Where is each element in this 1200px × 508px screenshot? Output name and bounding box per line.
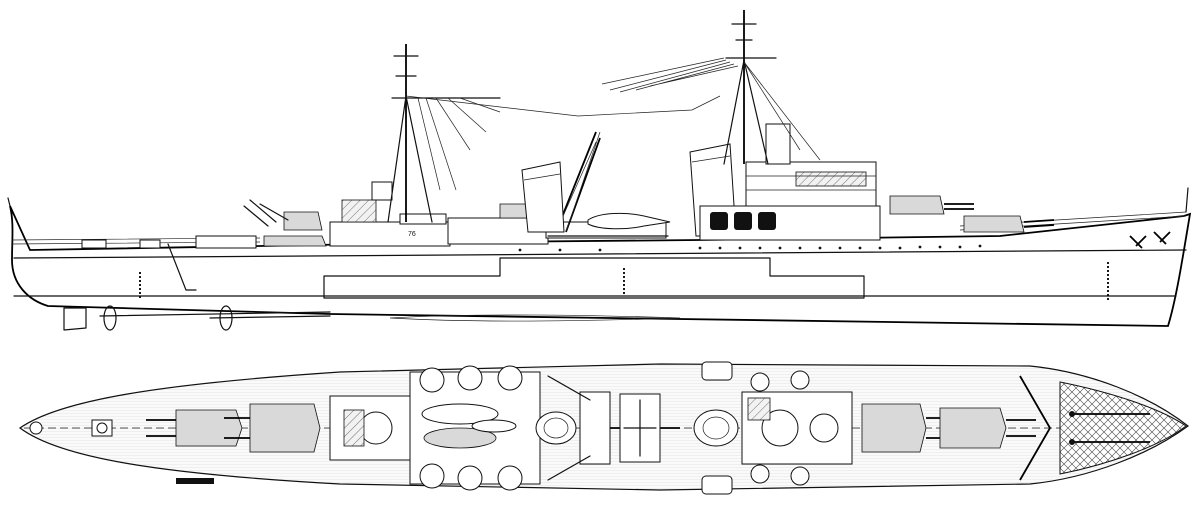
deck-edge bbox=[13, 249, 1187, 259]
jack-staff bbox=[1185, 187, 1189, 213]
ensign-staff bbox=[7, 197, 11, 207]
propeller-shafts bbox=[99, 305, 331, 331]
plan-view bbox=[18, 361, 1189, 495]
breakwater bbox=[1019, 375, 1052, 481]
funnel-aft bbox=[521, 161, 565, 233]
plan-catapult bbox=[547, 375, 680, 481]
main-mast bbox=[387, 44, 721, 223]
forward-turret-a bbox=[963, 215, 1055, 233]
aft-turret-y bbox=[243, 199, 327, 247]
hull-number: 76 bbox=[408, 231, 416, 238]
aft-turret-x bbox=[259, 203, 323, 231]
aa-mounts-fwd bbox=[750, 370, 810, 486]
draught-marks bbox=[139, 262, 1109, 300]
plan-funnel-aft bbox=[535, 411, 577, 445]
rudder bbox=[63, 307, 87, 331]
aft-superstructure: 76 bbox=[329, 181, 451, 247]
forecastle-anchor-deck bbox=[1059, 381, 1187, 475]
plan-boats-side bbox=[701, 361, 733, 495]
anchor-cables bbox=[1069, 411, 1150, 445]
aa-mounts-aft bbox=[419, 365, 523, 491]
bridge-windows bbox=[710, 212, 776, 230]
plan-funnel-fwd bbox=[693, 409, 739, 447]
side-profile-view: 76 bbox=[7, 10, 1192, 331]
armour-belt bbox=[323, 257, 865, 299]
plan-turret-a bbox=[939, 407, 1036, 449]
seaplane bbox=[587, 212, 671, 230]
plan-turret-x bbox=[224, 403, 321, 453]
forward-turret-b bbox=[889, 195, 974, 215]
bridge-superstructure bbox=[699, 123, 881, 241]
boat-3 bbox=[471, 419, 517, 433]
propeller-outer bbox=[103, 305, 117, 331]
boat-1 bbox=[421, 403, 499, 425]
stern-fittings bbox=[29, 419, 214, 484]
anchors bbox=[1129, 231, 1171, 249]
plan-turret-y bbox=[146, 409, 243, 447]
aft-deck-fittings bbox=[81, 235, 257, 291]
propeller-inner bbox=[219, 305, 233, 331]
portholes bbox=[518, 244, 982, 252]
plan-aft-superstructure bbox=[329, 395, 411, 461]
foremast bbox=[601, 10, 821, 165]
plan-bridge bbox=[741, 370, 853, 486]
plan-boat-deck bbox=[409, 365, 541, 491]
boat-2 bbox=[423, 427, 497, 449]
bilge-keel bbox=[389, 314, 681, 322]
hull-side bbox=[9, 205, 1192, 327]
plan-crane-port bbox=[547, 375, 591, 481]
boat-deck bbox=[447, 131, 671, 245]
